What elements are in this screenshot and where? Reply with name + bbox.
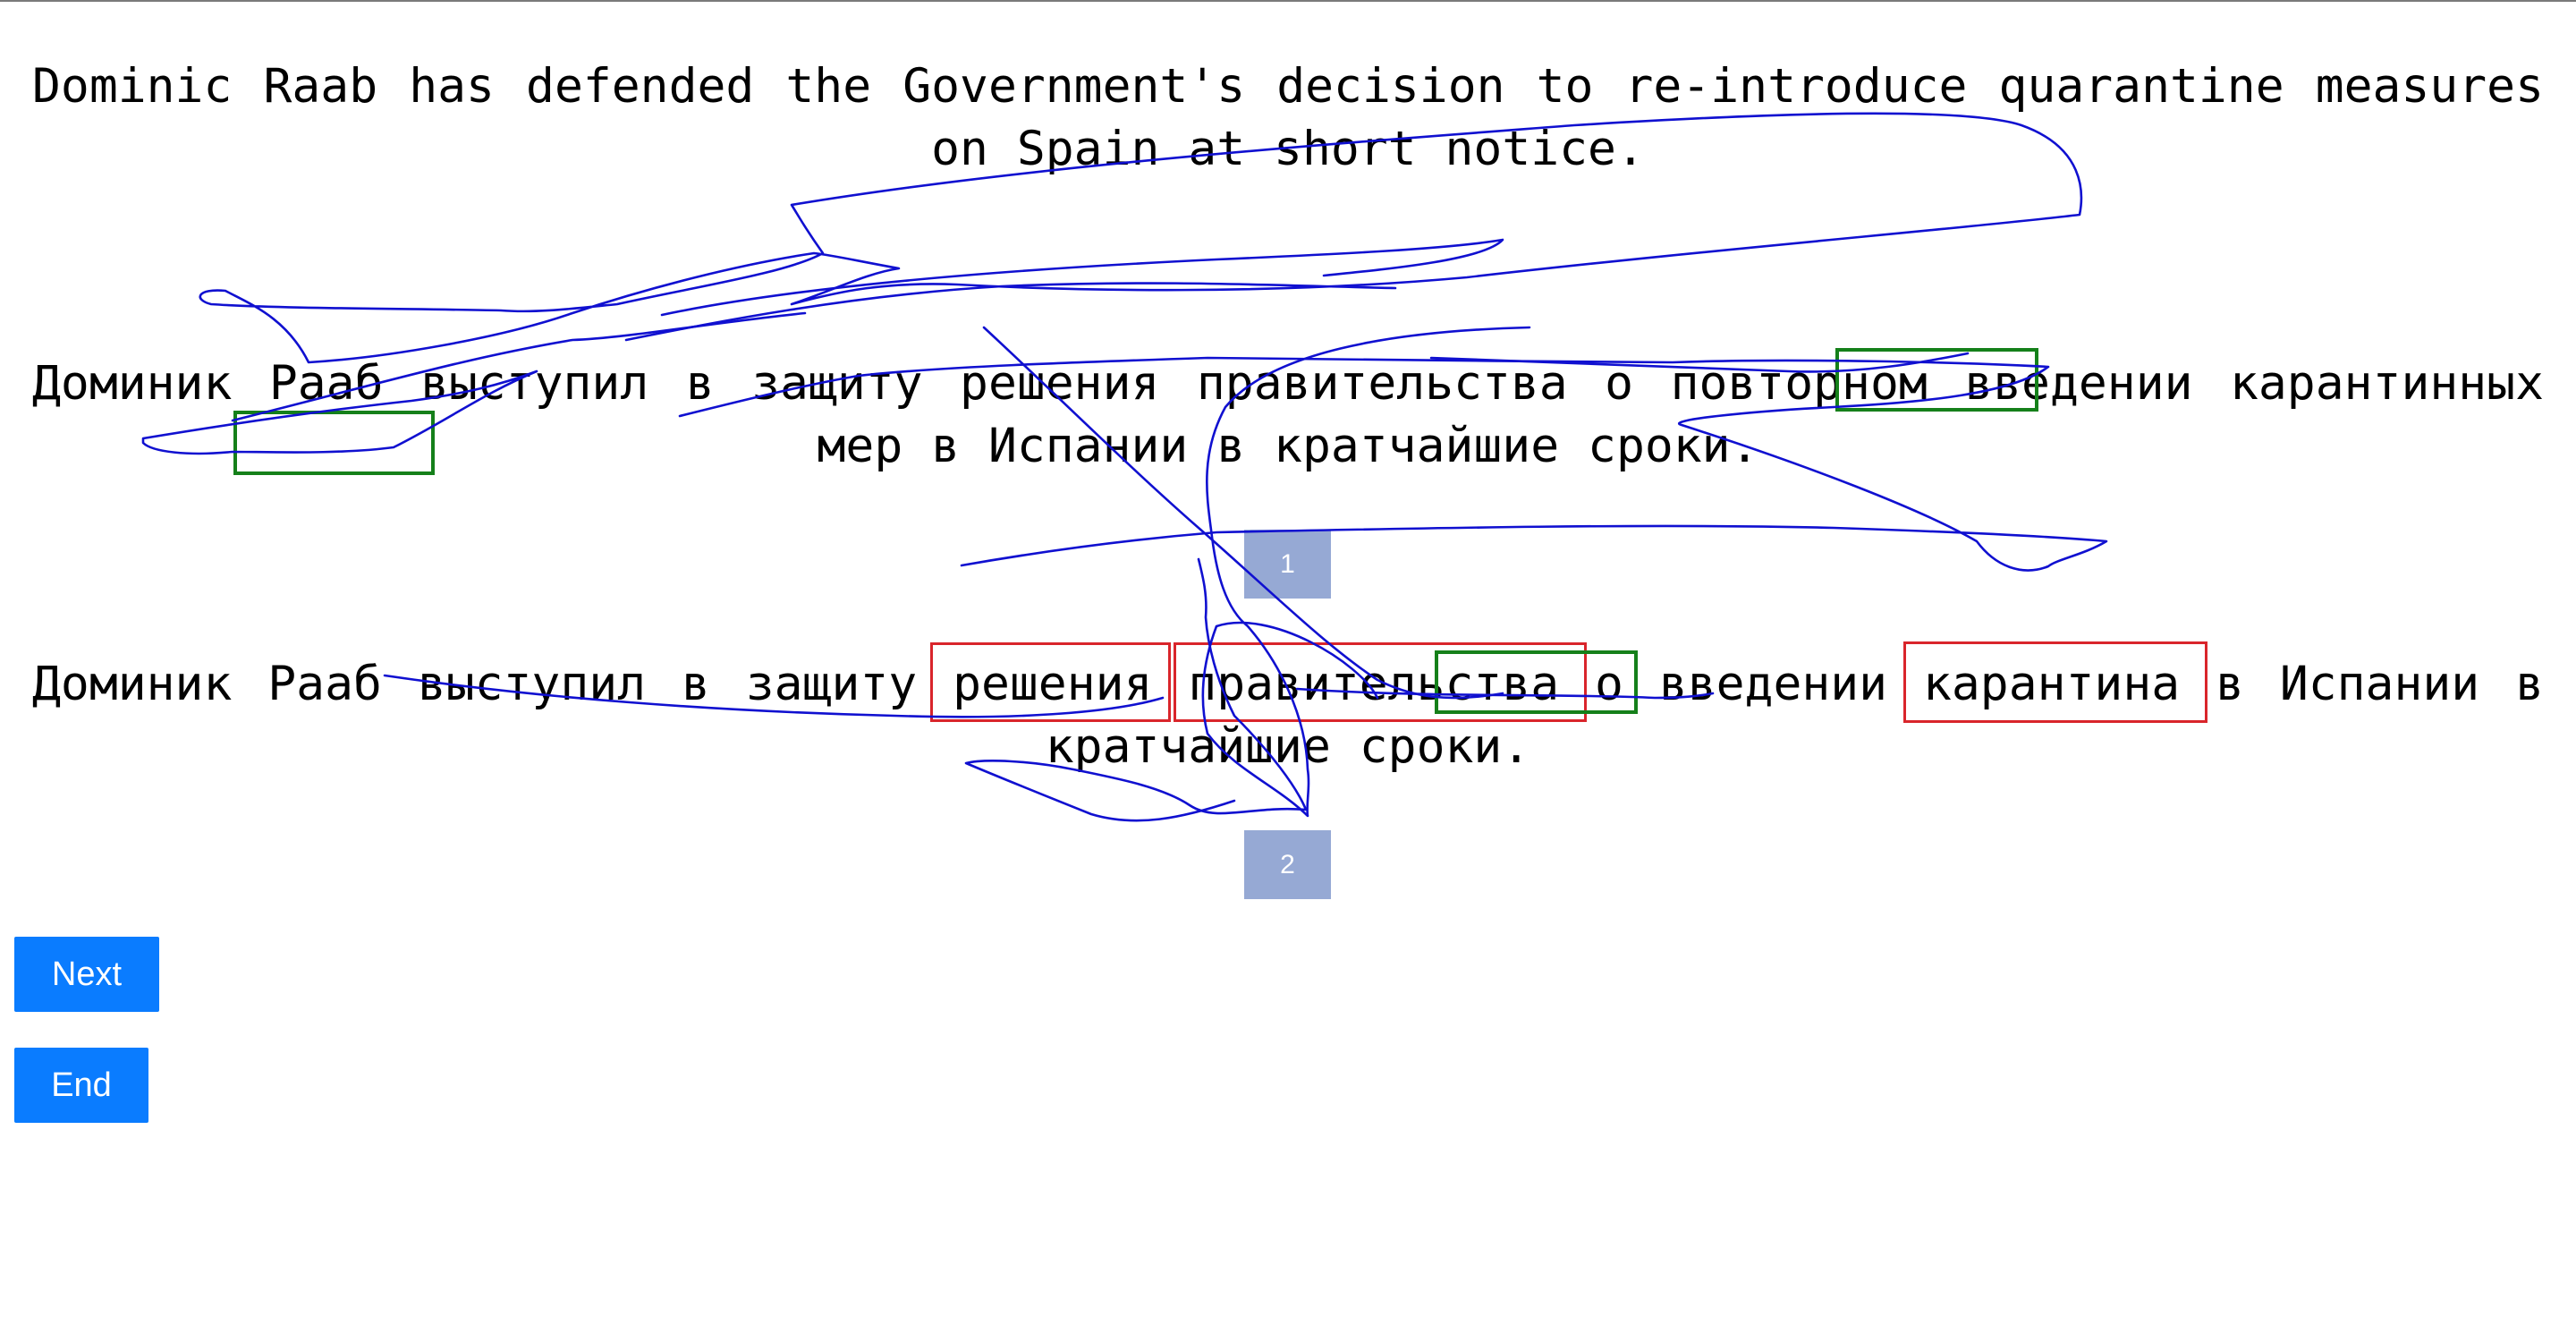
sentence-number-badge-1: 1 bbox=[1244, 530, 1331, 599]
sentence-number-badge-2: 2 bbox=[1244, 830, 1331, 899]
next-button[interactable]: Next bbox=[14, 937, 159, 1012]
hypothesis-sentence: Доминик Рааб выступил в защиту решения п… bbox=[32, 657, 2544, 774]
reference-sentence: Доминик Рааб выступил в защиту решения п… bbox=[32, 356, 2544, 473]
end-button[interactable]: End bbox=[14, 1048, 148, 1123]
top-divider bbox=[0, 0, 2576, 2]
source-sentence: Dominic Raab has defended the Government… bbox=[32, 59, 2544, 176]
